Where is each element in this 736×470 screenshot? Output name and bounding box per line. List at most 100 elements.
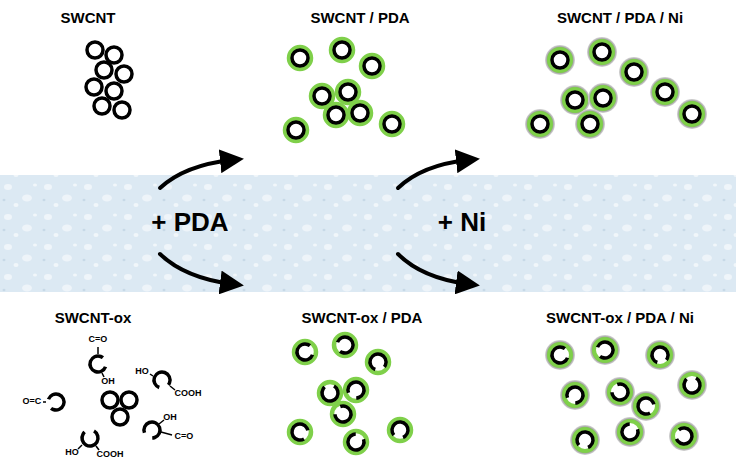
nanotube	[552, 52, 568, 68]
panel-title: SWCNT-ox / PDA	[302, 310, 423, 327]
nanotube	[574, 429, 596, 451]
nanotube	[532, 116, 548, 132]
bond-lines	[43, 347, 175, 450]
nanotube	[610, 382, 631, 403]
nanotube	[579, 113, 601, 135]
water-texture	[0, 175, 736, 292]
nanotube	[289, 421, 311, 443]
nanotube	[549, 344, 571, 366]
nanotube	[592, 87, 614, 109]
nanotube	[331, 39, 353, 61]
bond-line	[161, 432, 172, 435]
nanotube	[96, 62, 112, 78]
nanotube	[635, 395, 657, 417]
panel-title: SWCNT	[61, 10, 116, 27]
nanotube	[575, 109, 605, 139]
nanotube	[673, 425, 696, 448]
nanotube	[79, 427, 101, 449]
nanotube	[288, 122, 304, 138]
nanotube	[384, 116, 400, 132]
bond-line	[43, 401, 46, 403]
nanotube	[364, 58, 380, 74]
nanotube	[337, 81, 359, 103]
water-band	[0, 175, 736, 292]
nanotube	[681, 374, 703, 396]
nanotube	[669, 421, 699, 451]
nanotube	[334, 334, 356, 356]
nanotube	[570, 425, 600, 455]
nanotube	[650, 345, 671, 366]
nanotube	[681, 374, 703, 396]
nanotube	[650, 77, 680, 107]
bond-line	[150, 374, 153, 376]
nanotube	[684, 106, 700, 122]
nanotube	[292, 50, 308, 66]
reaction-arrow	[160, 254, 232, 284]
nanotube	[106, 47, 122, 63]
nanotube	[564, 384, 586, 406]
nanotube	[626, 64, 642, 80]
nanotube	[389, 419, 411, 441]
group-label: C=O	[89, 335, 108, 345]
nanotube	[116, 66, 132, 82]
nanotube	[574, 429, 597, 452]
bond-line	[170, 386, 175, 390]
nanotube	[649, 344, 671, 366]
nanotube	[565, 385, 586, 406]
group-label: C=O	[175, 432, 194, 442]
nanotube	[334, 42, 350, 58]
nanotube	[657, 84, 673, 100]
nanotube	[325, 104, 347, 126]
nanotube	[340, 84, 356, 100]
nanotube	[314, 88, 330, 104]
nanotube	[677, 99, 707, 129]
nanotube	[352, 105, 368, 121]
nanotube	[112, 409, 128, 425]
reagent-label: + Ni	[438, 208, 486, 237]
nanotube	[285, 119, 307, 141]
nanotube	[545, 340, 575, 370]
nanotube	[631, 391, 661, 421]
nanotube	[46, 392, 67, 413]
nanotube	[121, 392, 137, 408]
nanotube	[681, 103, 703, 125]
nanotube	[582, 116, 598, 132]
nanotube	[349, 102, 371, 124]
reaction-arrow	[398, 160, 468, 188]
reaction-arrow	[160, 160, 232, 188]
nanotube	[545, 45, 575, 75]
nanotube	[619, 421, 641, 443]
reagent-label: + PDA	[151, 208, 228, 237]
nanotube	[645, 340, 675, 370]
nanotube	[346, 380, 367, 401]
nanotube	[620, 422, 641, 443]
nanotube	[294, 341, 316, 363]
nanotube	[94, 98, 110, 114]
panel-title: SWCNT-ox / PDA / Ni	[546, 310, 694, 327]
nanotube	[289, 47, 311, 69]
nanotube	[368, 352, 389, 373]
group-label: COOH	[175, 389, 202, 399]
bond-line	[97, 347, 99, 354]
nanotube	[595, 340, 616, 361]
nanotube-group	[46, 37, 707, 455]
nanotube	[289, 421, 311, 443]
group-label: COOH	[97, 450, 124, 460]
nanotube	[88, 354, 109, 375]
nanotube	[114, 102, 130, 118]
panel-title: SWCNT / PDA	[310, 10, 409, 27]
nanotube	[623, 61, 645, 83]
reaction-arrow	[398, 254, 468, 284]
nanotube	[86, 79, 102, 95]
nanotube	[319, 382, 341, 404]
nanotube	[529, 113, 551, 135]
nanotube	[564, 89, 586, 111]
nanotube	[549, 49, 571, 71]
nanotube	[525, 109, 555, 139]
nanotube	[591, 41, 613, 63]
nanotube	[605, 377, 635, 407]
nanotube	[567, 92, 583, 108]
group-label: OH	[101, 377, 115, 387]
nanotube	[333, 404, 354, 425]
